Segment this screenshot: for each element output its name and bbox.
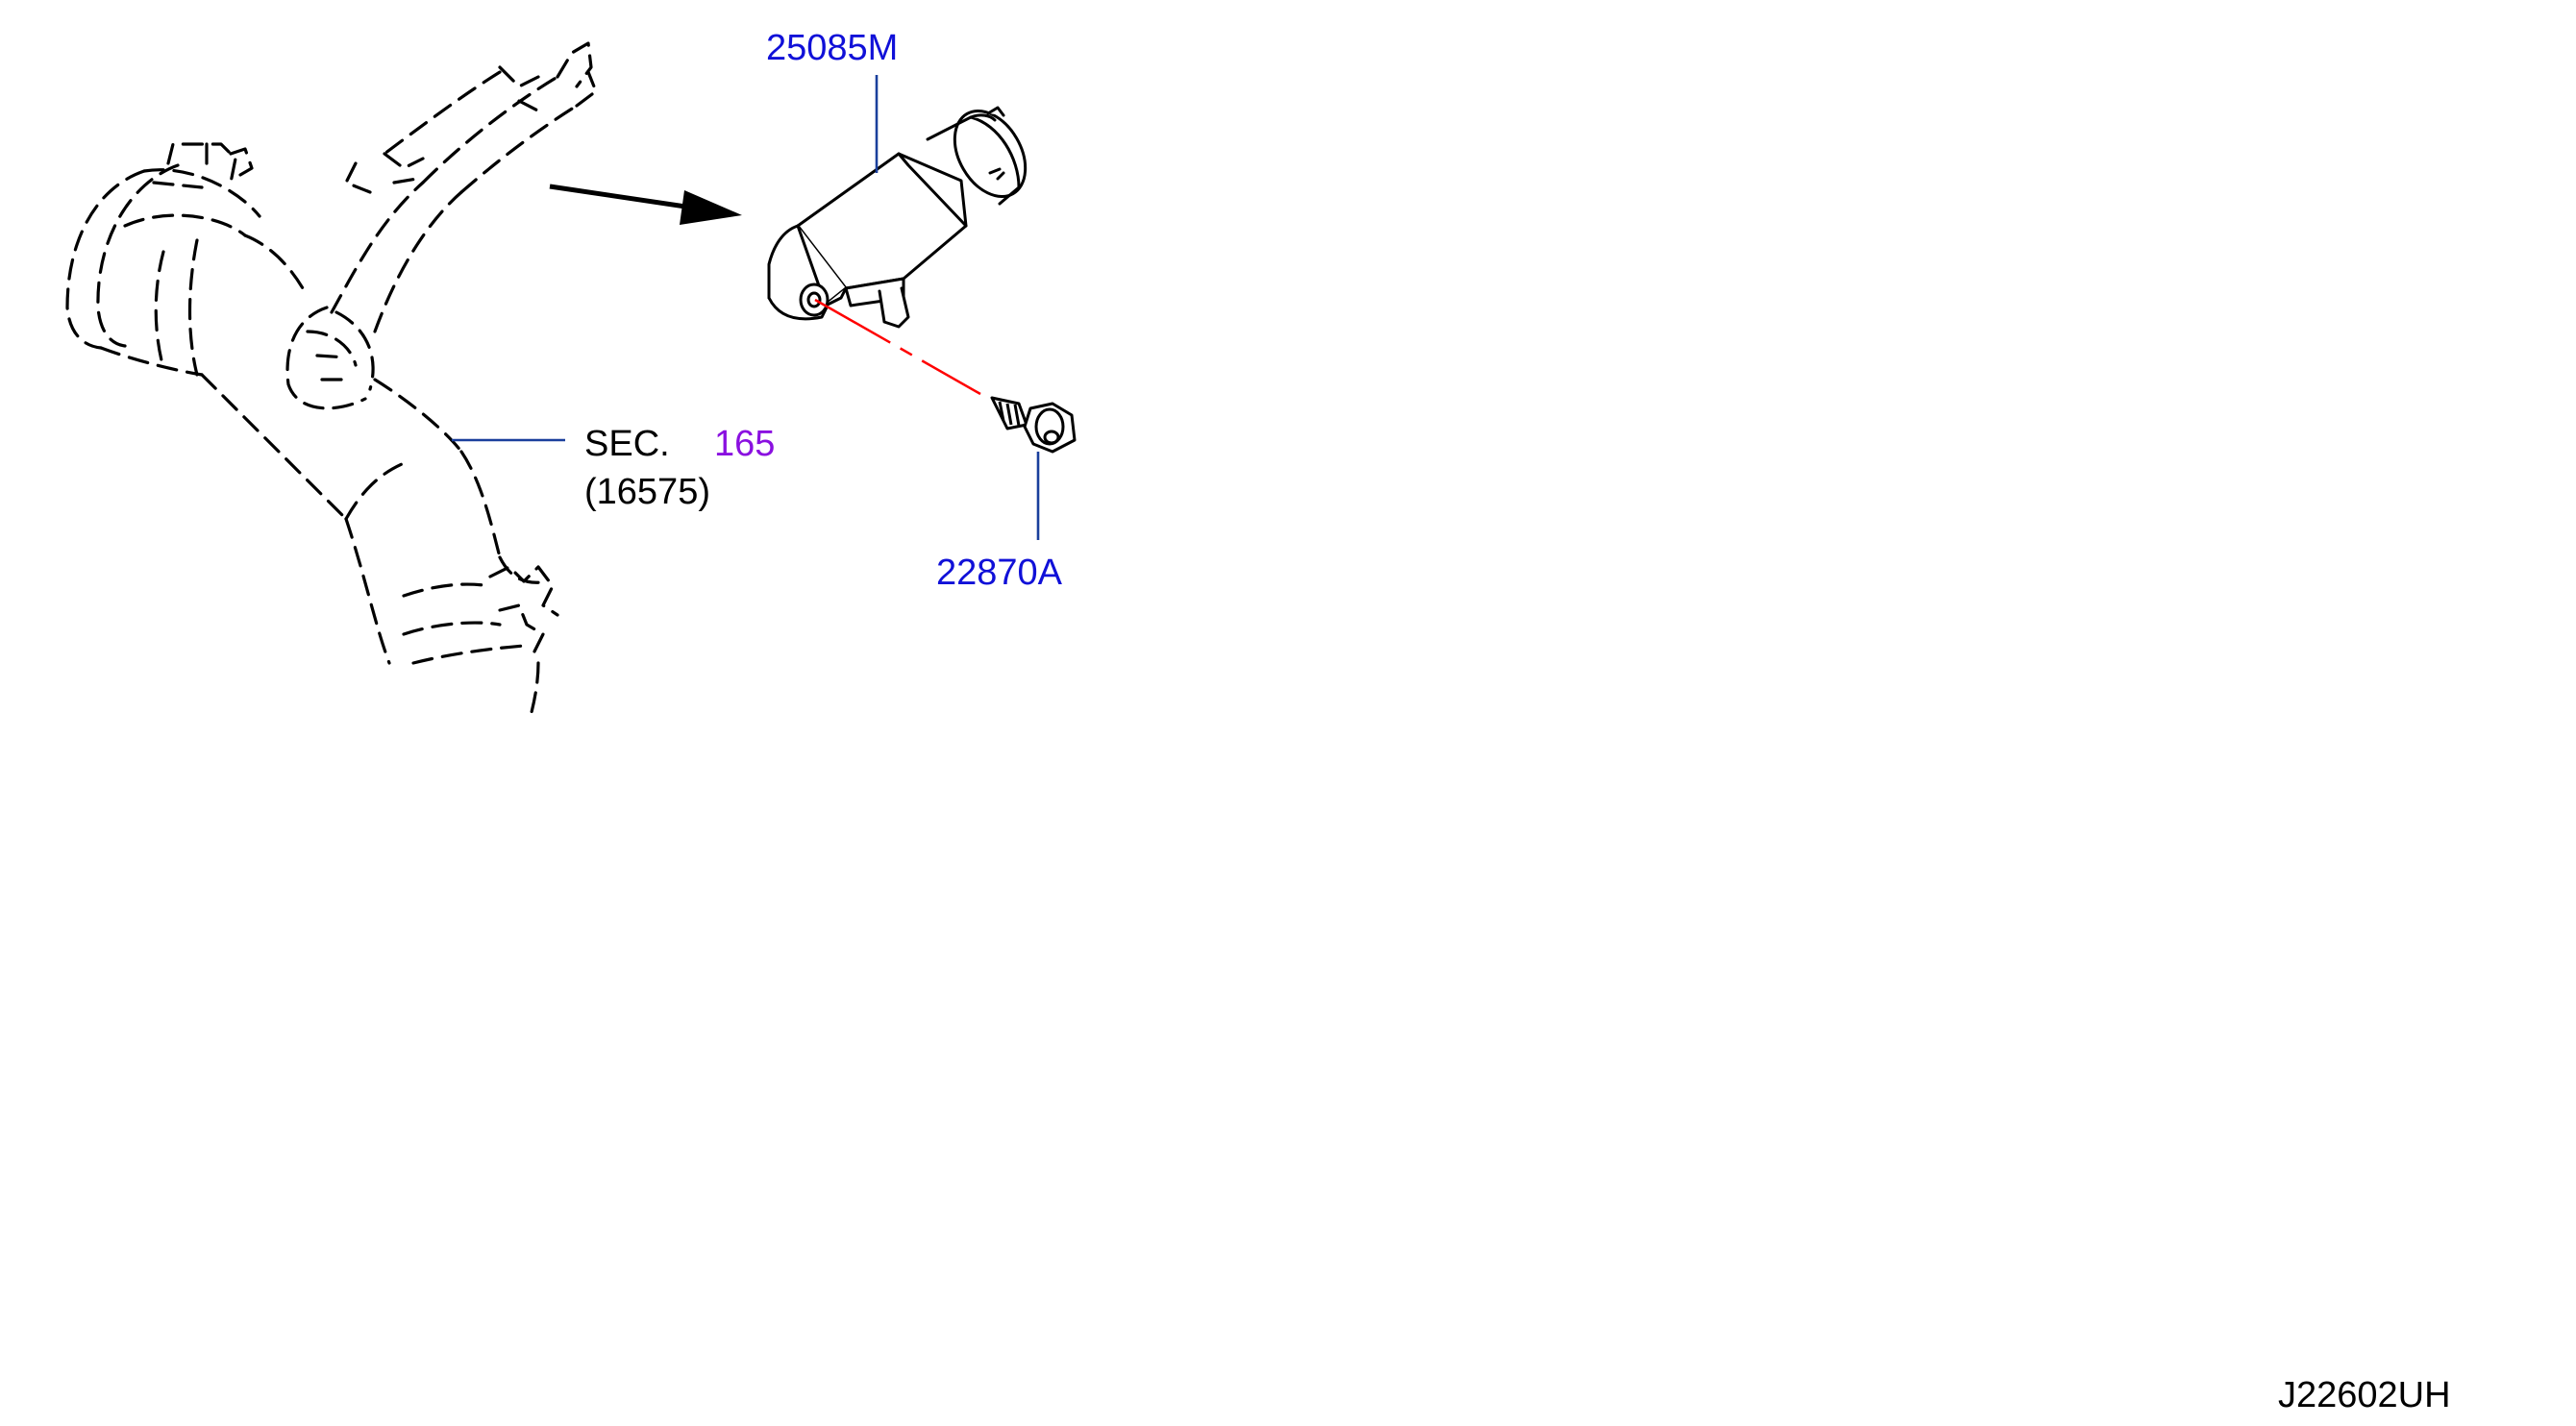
part-number-25085m[interactable]: 25085M: [766, 28, 898, 68]
drawing-id-label: J22602UH: [2278, 1375, 2451, 1415]
part-number-22870a[interactable]: 22870A: [936, 553, 1063, 593]
section-sub-number-label: (16575): [584, 472, 710, 512]
sensor-drawing: [767, 106, 1028, 329]
bolt-drawing: [990, 396, 1077, 454]
intake-duct-phantom: [65, 41, 598, 718]
bolt-center-line: [814, 298, 981, 396]
direction-arrow: [549, 184, 742, 225]
section-165-link[interactable]: 165: [714, 424, 775, 464]
leader-lines: [452, 75, 1040, 540]
section-prefix-label: SEC.: [584, 424, 670, 464]
